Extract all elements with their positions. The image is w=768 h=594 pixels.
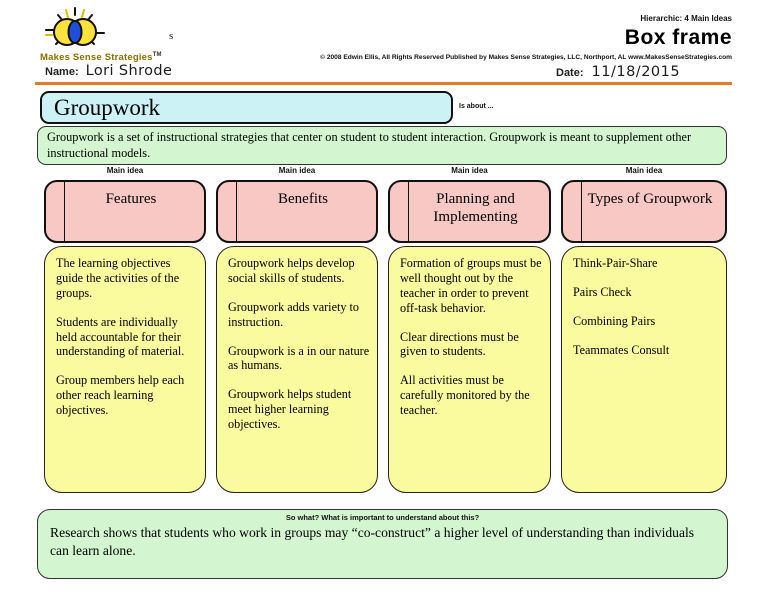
detail-paragraph: Formation of groups must be well thought… <box>400 256 542 315</box>
main-idea-rule <box>408 182 410 241</box>
so-what-box: So what? What is important to understand… <box>37 509 728 579</box>
trademark-mark: TM <box>152 52 162 58</box>
topic-box: Groupwork <box>40 91 453 124</box>
details-box-features: The learning objectives guide the activi… <box>44 246 206 493</box>
detail-paragraph: Students are individually held accountab… <box>56 314 185 359</box>
detail-paragraph: Group members help each other reach lear… <box>56 373 185 417</box>
is-about-box: Groupwork is a set of instructional stra… <box>37 126 727 165</box>
detail-paragraph: Think-Pair-Share <box>573 256 658 270</box>
main-idea-box-types: Types of Groupwork <box>561 180 727 243</box>
hierarchic-label: Hierarchic: 4 Main Ideas <box>640 14 732 23</box>
main-idea-title: Features <box>105 191 157 207</box>
detail-paragraph: All activities must be carefully monitor… <box>400 373 530 417</box>
name-field: Name: Lori Shrode <box>45 63 172 79</box>
name-value: Lori Shrode <box>85 63 173 79</box>
detail-paragraph: The learning objectives guide the activi… <box>56 256 180 300</box>
detail-paragraph: Pairs Check <box>573 284 632 299</box>
main-idea-box-planning: Planning and Implementing <box>388 180 551 243</box>
so-what-prompt: So what? What is important to understand… <box>285 513 480 522</box>
copyright-line: © 2008 Edwin Ellis, All Rights Reserved … <box>320 54 732 61</box>
main-idea-rule <box>64 182 66 241</box>
main-idea-rule <box>236 182 238 241</box>
details-box-benefits: Groupwork helps develop social skills of… <box>216 246 378 493</box>
header-divider <box>35 82 732 85</box>
header-right: Hierarchic: 4 Main Ideas Box frame © 200… <box>320 14 732 61</box>
main-idea-title: Planning and Implementing <box>433 191 518 225</box>
name-label: Name: <box>45 66 79 78</box>
detail-paragraph: Clear directions must be given to studen… <box>400 329 519 359</box>
main-idea-label: Main idea <box>106 166 144 175</box>
main-idea-label: Main idea <box>451 166 488 175</box>
detail-paragraph: Combining Pairs <box>573 313 656 328</box>
detail-paragraph: Groupwork adds variety to instruction. <box>228 299 359 329</box>
brand-name: Makes Sense StrategiesTM <box>40 52 162 64</box>
stray-mark: s <box>169 30 174 42</box>
detail-paragraph: Groupwork is a in our nature as humans. <box>228 343 370 373</box>
template-title: Box frame <box>624 26 732 49</box>
detail-paragraph: Groupwork helps develop social skills of… <box>228 256 355 285</box>
details-box-planning: Formation of groups must be well thought… <box>388 246 551 493</box>
date-label: Date: <box>556 67 584 79</box>
main-idea-label: Main idea <box>625 166 663 175</box>
main-idea-label: Main idea <box>278 166 316 175</box>
topic-title: Groupwork <box>54 94 161 120</box>
main-idea-title: Benefits <box>278 191 328 207</box>
so-what-text: Research shows that students who work in… <box>50 525 695 558</box>
main-idea-box-features: Features <box>44 180 206 243</box>
detail-paragraph: Teammates Consult <box>573 342 670 357</box>
main-idea-rule <box>581 182 583 241</box>
date-value: 11/18/2015 <box>591 64 681 80</box>
detail-paragraph: Groupwork helps student meet higher lear… <box>228 387 352 431</box>
is-about-label: Is about ... <box>459 103 494 110</box>
main-idea-box-benefits: Benefits <box>216 180 378 243</box>
date-field: Date: 11/18/2015 <box>556 64 680 80</box>
main-idea-title: Types of Groupwork <box>587 191 713 207</box>
makes-sense-strategies-logo-icon <box>45 7 105 46</box>
